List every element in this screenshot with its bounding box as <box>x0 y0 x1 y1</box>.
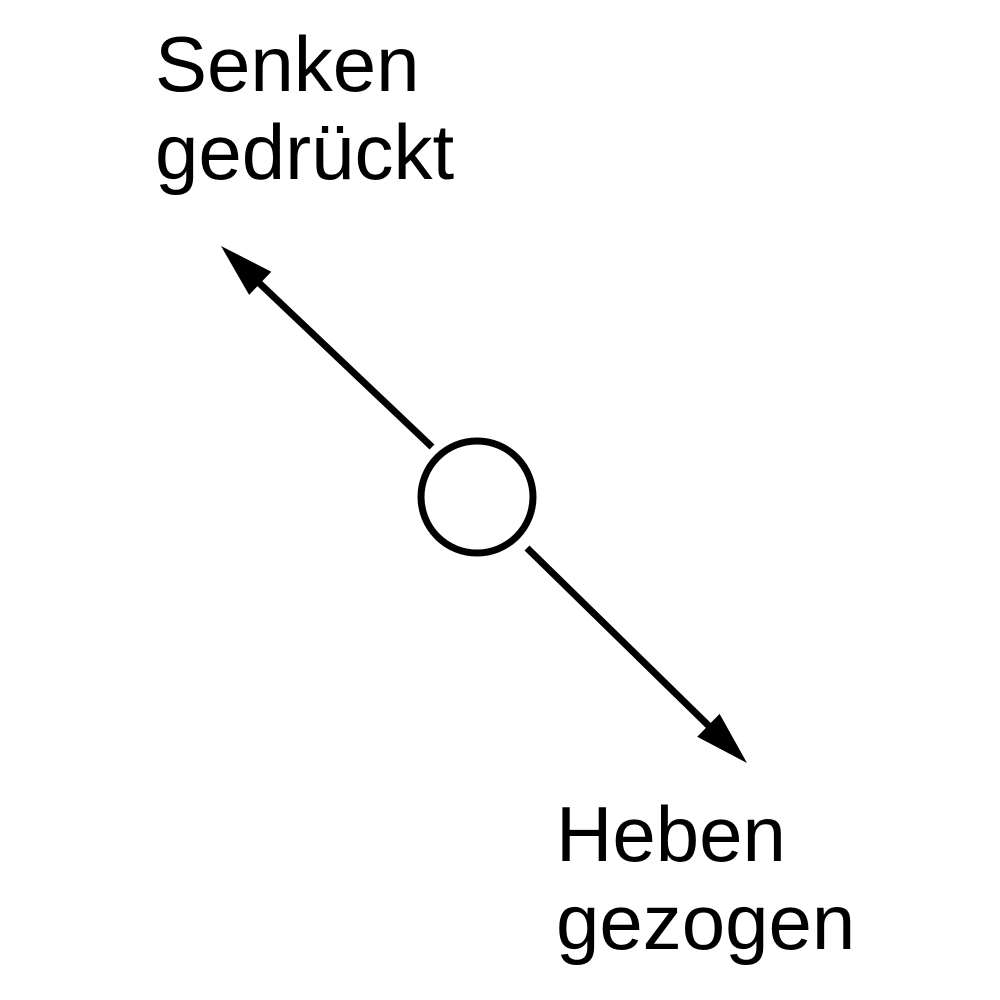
arrow-up-left-head <box>221 246 272 295</box>
arrow-down-right-shaft <box>524 545 716 733</box>
label-heben-gezogen: Heben gezogen <box>556 790 855 966</box>
arrow-down-right-head <box>697 713 747 763</box>
arrow-up-left-shaft <box>253 277 435 450</box>
pivot-circle-icon <box>417 437 537 557</box>
label-senken-gedrueckt: Senken gedrückt <box>155 20 454 196</box>
label-senken-line1: Senken <box>155 20 420 108</box>
label-senken-line2: gedrückt <box>155 108 455 196</box>
arrow-up-left-icon <box>221 246 435 450</box>
label-heben-line2: gezogen <box>556 878 856 966</box>
arrow-down-right-icon <box>524 545 747 763</box>
label-heben-line1: Heben <box>556 790 786 878</box>
